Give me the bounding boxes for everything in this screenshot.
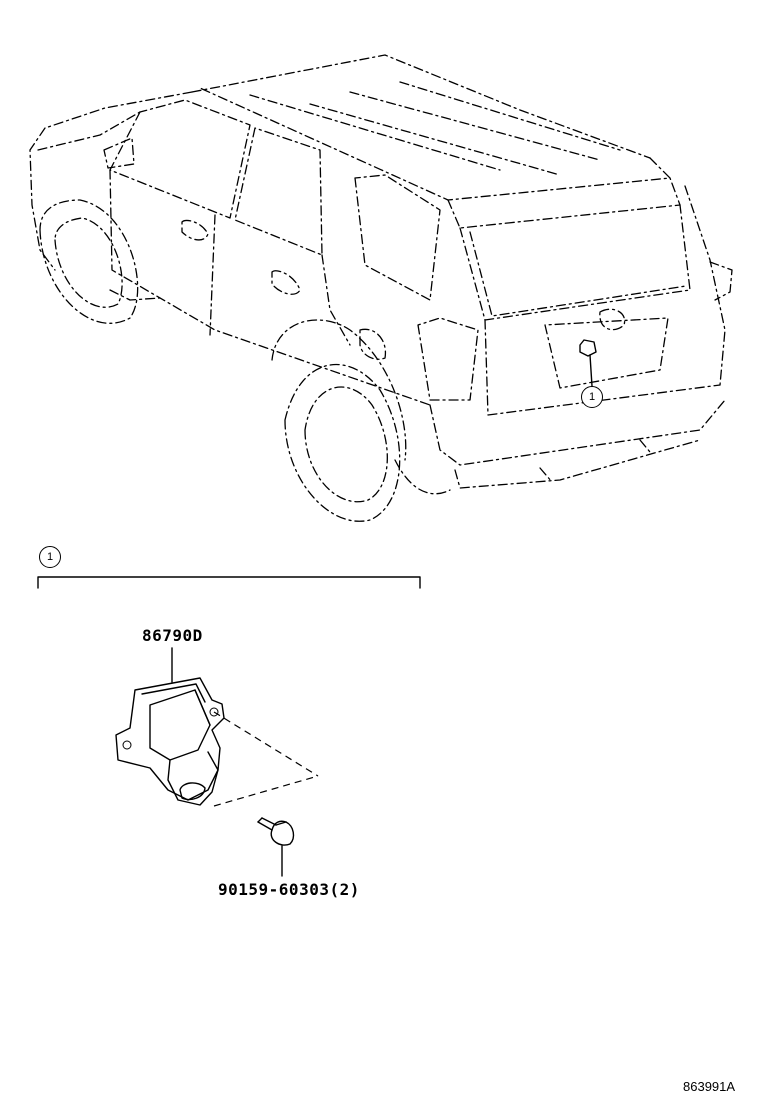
vehicle-illustration bbox=[29, 54, 733, 522]
group-callout-number: 1 bbox=[46, 551, 54, 563]
vehicle-callout-number: 1 bbox=[588, 391, 596, 403]
group-callout-marker: 1 bbox=[39, 546, 61, 568]
screw-illustration bbox=[257, 817, 295, 877]
group-bracket bbox=[37, 576, 421, 589]
screw-part-number[interactable]: 90159-60303(2) bbox=[218, 880, 360, 899]
illustration-number: 863991A bbox=[683, 1079, 736, 1094]
rear-camera-illustration bbox=[115, 647, 319, 807]
camera-part-number[interactable]: 86790D bbox=[142, 626, 203, 645]
vehicle-callout-marker: 1 bbox=[581, 386, 603, 408]
